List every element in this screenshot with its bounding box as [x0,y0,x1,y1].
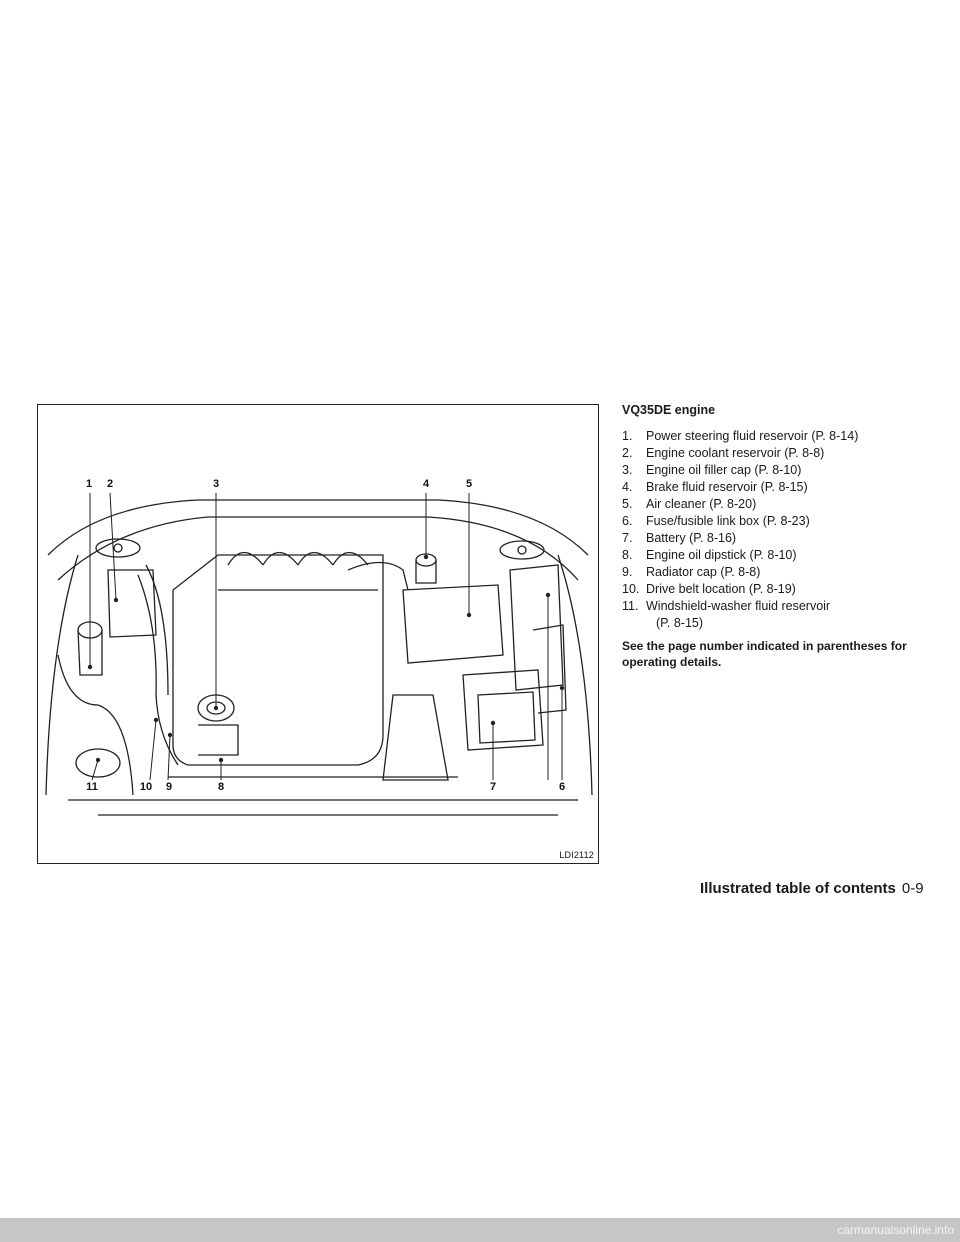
legend-item-text: Windshield-washer fluid reservoir [646,599,831,613]
callout-5: 5 [465,478,473,490]
legend-item: 4. Brake fluid reservoir (P. 8-15) [622,479,922,496]
legend-item-text: Drive belt location (P. 8-19) [646,582,796,596]
legend-item-label: Power steering fluid reservoir (P. 8-14) [646,428,922,445]
legend-item-number: 10. [622,582,640,596]
legend-item: 10. Drive belt location (P. 8-19) [622,581,922,598]
legend-item-label: Engine coolant reservoir (P. 8-8) [646,445,922,462]
legend-item-label: Fuse/fusible link box (P. 8-23) [646,513,922,530]
legend-item: 6. Fuse/fusible link box (P. 8-23) [622,513,922,530]
callout-4: 4 [422,478,430,490]
callout-1: 1 [85,478,93,490]
callout-9: 9 [165,781,173,793]
legend-item-number: 11. [622,599,639,613]
figure-code: LDI2112 [559,850,594,860]
legend-item-text: Brake fluid reservoir (P. 8-15) [646,480,808,494]
engine-illustration [45,492,593,816]
watermark: carmanualsonline.info [0,1218,960,1242]
legend-item-text: Fuse/fusible link box (P. 8-23) [646,514,810,528]
legend-item-number: 2. [622,446,633,460]
callout-6: 6 [558,781,566,793]
legend-item-label: Battery (P. 8-16) [646,530,922,547]
callout-7: 7 [489,781,497,793]
legend-item-label: Engine oil dipstick (P. 8-10) [646,547,922,564]
legend-item-label: Radiator cap (P. 8-8) [646,564,922,581]
callout-2: 2 [106,478,114,490]
legend-item-text: Engine coolant reservoir (P. 8-8) [646,446,825,460]
legend-item-text: Air cleaner (P. 8-20) [646,497,757,511]
legend-item-text: Engine oil dipstick (P. 8-10) [646,548,797,562]
legend-item-number: 6. [622,514,633,528]
section-title: Illustrated table of contents [700,880,896,897]
legend-item-number: 7. [622,531,633,545]
page-footer: Illustrated table of contents 0-9 [700,880,924,897]
legend-list: 1. Power steering fluid reservoir (P. 8-1… [622,428,922,632]
legend-item-label: Windshield-washer fluid reservoir (P. 8-1… [646,598,922,632]
legend-item-label: Drive belt location (P. 8-19) [646,581,922,598]
legend-item-number: 8. [622,548,633,562]
page-number: 0-9 [901,880,924,897]
legend-item: 11. Windshield-washer fluid reservoir (P. … [622,598,922,632]
legend-item-text: Engine oil filler cap (P. 8-10) [646,463,802,477]
legend-item-number: 9. [622,565,633,579]
legend-item: 9. Radiator cap (P. 8-8) [622,564,922,581]
legend-item-number: 3. [622,463,633,477]
legend-item: 1. Power steering fluid reservoir (P. 8-1… [622,428,922,445]
legend-item-number: 1. [622,429,633,443]
legend-item-continuation: (P. 8-15) [656,616,704,630]
legend-item-text: Radiator cap (P. 8-8) [646,565,761,579]
legend-item: 8. Engine oil dipstick (P. 8-10) [622,547,922,564]
legend-item: 2. Engine coolant reservoir (P. 8-8) [622,445,922,462]
legend-item-text: Battery (P. 8-16) [646,531,737,545]
legend-item-label: Air cleaner (P. 8-20) [646,496,922,513]
callout-10: 10 [139,781,153,793]
callout-3: 3 [212,478,220,490]
legend-item: 3. Engine oil filler cap (P. 8-10) [622,462,922,479]
legend-item-number: 4. [622,480,633,494]
legend-item: 7. Battery (P. 8-16) [622,530,922,547]
legend-item-label: Engine oil filler cap (P. 8-10) [646,462,922,479]
callout-11: 11 [86,781,98,793]
legend-item-label: Brake fluid reservoir (P. 8-15) [646,479,922,496]
legend-note: See the page number indicated in parenth… [622,639,907,669]
legend-heading: VQ35DE engine [622,403,716,417]
engine-compartment-figure: 1 2 3 4 5 11 10 9 8 7 6 LDI2112 [37,404,599,864]
legend-block: VQ35DE engine 1. Power steering fluid res… [622,403,922,670]
legend-item-number: 5. [622,497,633,511]
legend-item: 5. Air cleaner (P. 8-20) [622,496,922,513]
callout-8: 8 [217,781,225,793]
legend-item-text: Power steering fluid reservoir (P. 8-14) [646,429,859,443]
